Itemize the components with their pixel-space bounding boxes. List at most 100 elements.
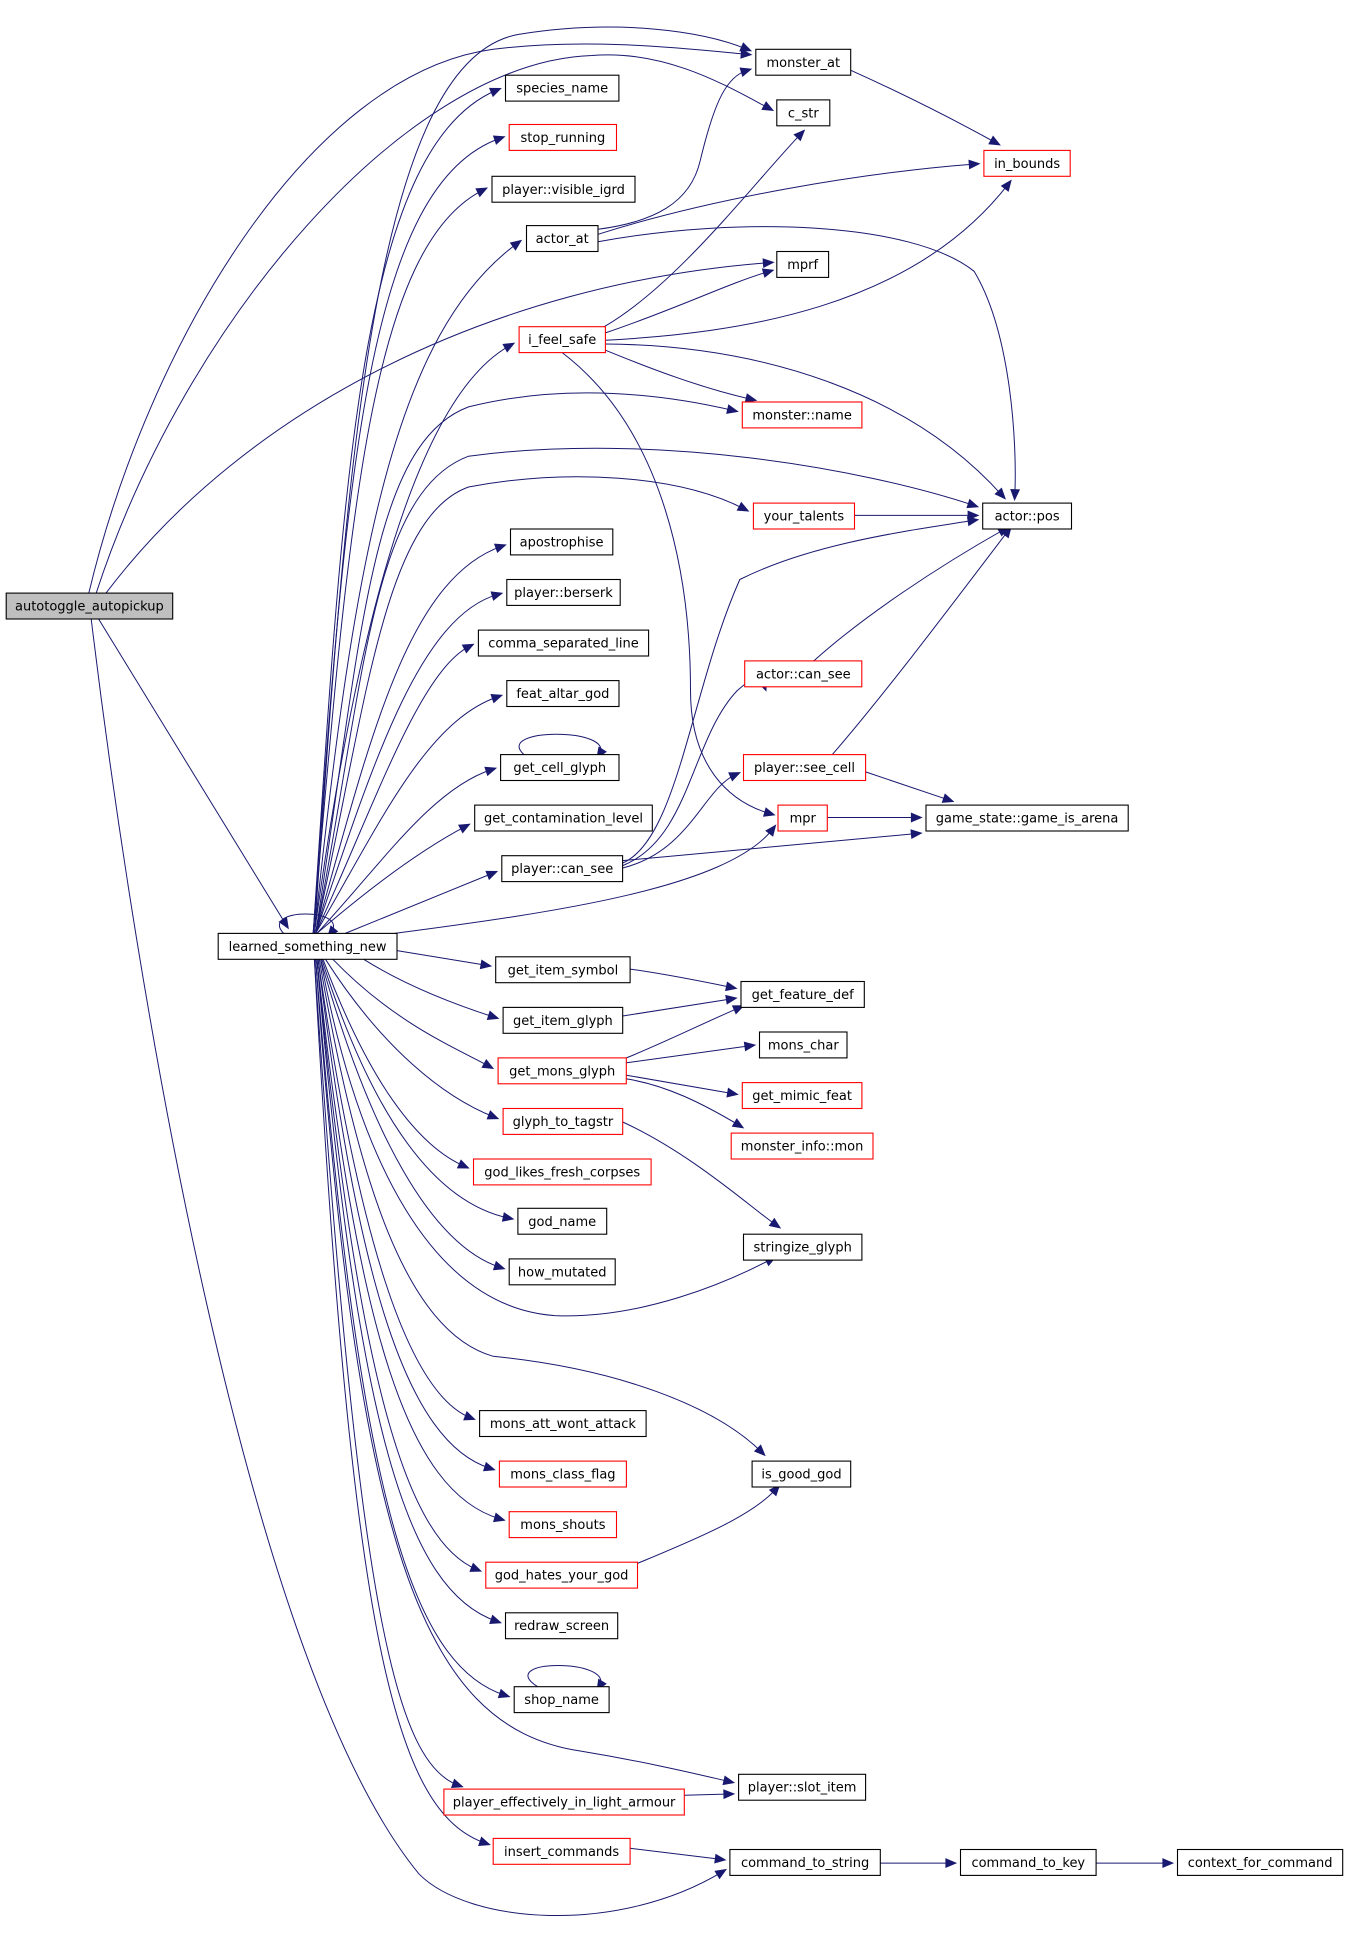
function-node[interactable]: mons_att_wont_attack	[479, 1410, 647, 1438]
function-node[interactable]: learned_something_new	[217, 932, 398, 960]
node-box	[742, 754, 867, 782]
function-node[interactable]: redraw_screen	[504, 1612, 619, 1640]
call-edge-n0-to-n47	[90, 618, 723, 1917]
call-edge-n1-to-n33	[322, 959, 465, 1167]
call-edge-n10-to-n4	[603, 132, 802, 328]
node-label: game_state::game_is_arena	[936, 812, 1119, 827]
node-box	[492, 1837, 631, 1865]
node-label: get_cell_glyph	[513, 761, 606, 776]
function-node[interactable]: god_hates_your_god	[485, 1561, 639, 1589]
call-edge-n1-to-n10	[313, 344, 511, 934]
arrowhead-icon	[479, 959, 493, 970]
node-box	[758, 1031, 848, 1059]
node-label: player::berserk	[514, 586, 613, 601]
function-node[interactable]: comma_separated_line	[477, 629, 650, 657]
function-node[interactable]: your_talents	[752, 502, 856, 530]
function-node[interactable]: actor_at	[525, 225, 599, 253]
node-box	[744, 660, 863, 688]
function-node[interactable]: game_state::game_is_arena	[925, 804, 1129, 832]
function-node[interactable]: mons_shouts	[508, 1511, 618, 1539]
function-node[interactable]: how_mutated	[508, 1258, 616, 1286]
function-node[interactable]: is_good_god	[751, 1460, 852, 1488]
node-label: monster_at	[766, 56, 840, 71]
node-label: redraw_screen	[514, 1619, 609, 1634]
arrowhead-icon	[761, 268, 775, 278]
function-node[interactable]: get_item_symbol	[495, 956, 631, 984]
arrowhead-icon	[725, 981, 738, 992]
function-node[interactable]: in_bounds	[983, 149, 1071, 177]
function-node[interactable]: context_for_command	[1176, 1848, 1344, 1876]
function-node[interactable]: actor::can_see	[744, 660, 863, 688]
arrowhead-icon	[1010, 488, 1021, 501]
call-edge-n1-to-n21	[316, 825, 467, 934]
function-node[interactable]: player::slot_item	[738, 1773, 867, 1801]
function-node[interactable]: monster_at	[755, 48, 852, 76]
function-node[interactable]: monster::name	[741, 401, 863, 429]
arrowhead-icon	[450, 1778, 464, 1788]
call-edge-n1-to-n13	[315, 447, 975, 934]
function-node[interactable]: player_effectively_in_light_armour	[443, 1788, 685, 1816]
function-node[interactable]: c_str	[776, 99, 831, 127]
function-node[interactable]: get_cell_glyph	[500, 754, 620, 782]
node-label: monster::name	[752, 408, 851, 423]
arrowhead-icon	[762, 258, 775, 268]
function-node[interactable]: mons_class_flag	[498, 1460, 627, 1488]
arrowhead-icon	[910, 812, 923, 823]
function-node[interactable]: player::see_cell	[742, 754, 867, 782]
node-label: command_to_key	[971, 1856, 1085, 1871]
function-node[interactable]: apostrophise	[509, 528, 614, 556]
node-box	[506, 578, 621, 606]
function-node[interactable]: glyph_to_tagstr	[502, 1107, 624, 1135]
function-node[interactable]: monster_info::mon	[730, 1132, 874, 1160]
arrowhead-icon	[739, 67, 753, 77]
arrowhead-icon	[475, 187, 489, 198]
arrowhead-icon	[768, 1484, 781, 1497]
node-box	[479, 1410, 647, 1438]
arrowhead-icon	[461, 643, 475, 654]
function-node[interactable]: god_name	[517, 1207, 608, 1235]
call-edge-n1-to-n24	[345, 872, 494, 934]
function-node[interactable]: god_likes_fresh_corpses	[472, 1158, 652, 1186]
function-node[interactable]: get_feature_def	[740, 980, 865, 1008]
call-edge-n1-to-n44	[315, 959, 731, 1783]
function-node[interactable]: i_feel_safe	[518, 326, 606, 354]
function-node[interactable]: player::berserk	[506, 578, 621, 606]
node-label: how_mutated	[518, 1265, 607, 1280]
arrowhead-icon	[482, 1461, 496, 1472]
node-label: mprf	[787, 258, 818, 273]
node-box	[777, 804, 828, 832]
function-node[interactable]: feat_altar_god	[506, 680, 620, 708]
node-label: your_talents	[764, 510, 845, 525]
function-node[interactable]: mpr	[777, 804, 828, 832]
function-node[interactable]: insert_commands	[492, 1837, 631, 1865]
arrowhead-icon	[725, 994, 738, 1005]
call-edge-n2-to-n6	[850, 69, 997, 144]
function-node[interactable]: player::visible_igrd	[491, 175, 636, 203]
function-node[interactable]: species_name	[504, 74, 620, 102]
function-node[interactable]: player::can_see	[501, 855, 624, 883]
function-node[interactable]: autotoggle_autopickup	[5, 592, 174, 620]
node-label: shop_name	[524, 1693, 599, 1708]
function-node[interactable]: mons_char	[758, 1031, 848, 1059]
function-node[interactable]: get_mimic_feat	[741, 1082, 863, 1110]
function-node[interactable]: command_to_string	[729, 1848, 881, 1876]
function-node[interactable]: get_contamination_level	[474, 804, 653, 832]
function-node[interactable]: mprf	[776, 250, 830, 278]
function-node[interactable]: shop_name	[513, 1686, 610, 1714]
function-node[interactable]: stringize_glyph	[742, 1233, 863, 1261]
node-box	[740, 980, 865, 1008]
function-node[interactable]: get_item_glyph	[502, 1006, 624, 1034]
function-node[interactable]: actor::pos	[982, 502, 1073, 530]
node-box	[497, 1057, 627, 1085]
node-label: mpr	[790, 812, 817, 827]
function-node[interactable]: command_to_key	[959, 1848, 1097, 1876]
node-label: command_to_string	[741, 1856, 869, 1871]
node-box	[502, 1006, 624, 1034]
node-label: species_name	[516, 82, 608, 97]
function-node[interactable]: get_mons_glyph	[497, 1057, 627, 1085]
node-label: mons_class_flag	[510, 1468, 615, 1483]
node-label: mons_shouts	[520, 1518, 605, 1533]
function-node[interactable]: stop_running	[508, 123, 618, 151]
node-label: player_effectively_in_light_armour	[453, 1796, 676, 1811]
